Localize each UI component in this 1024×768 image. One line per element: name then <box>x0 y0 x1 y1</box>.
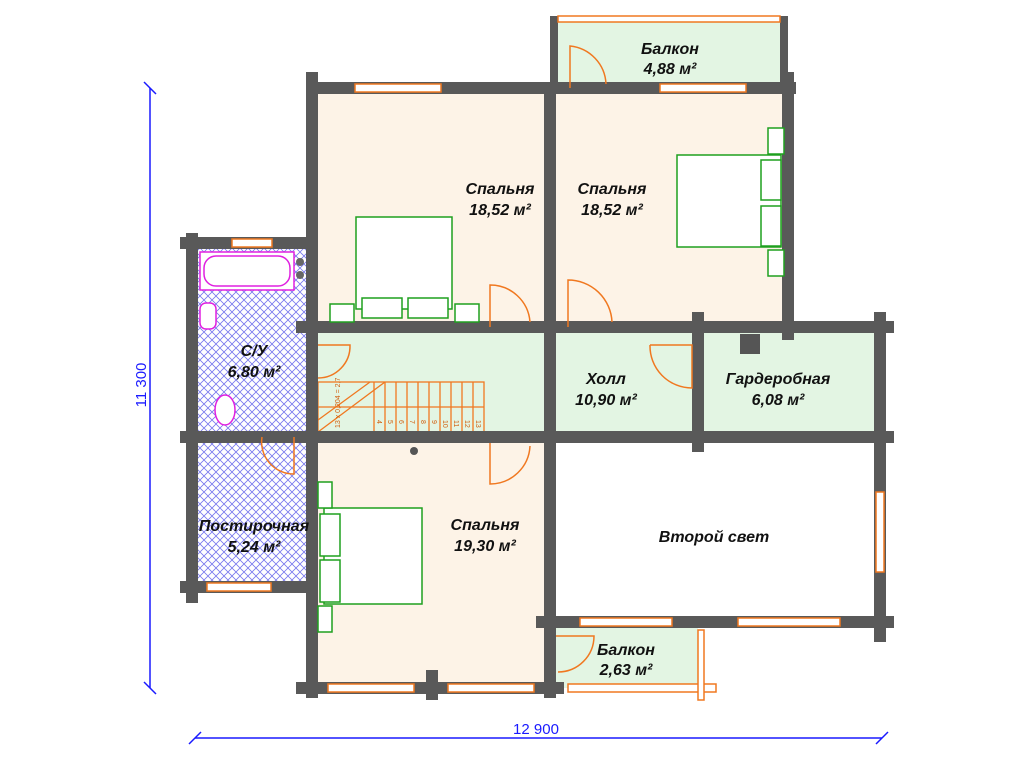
stair-step-number: 9 <box>430 420 437 424</box>
floor-balcony-bottom <box>556 628 698 688</box>
sink-icon <box>199 302 217 330</box>
floor-balcony-top <box>558 22 784 88</box>
room-area: 19,30 м² <box>454 538 516 555</box>
sanitary <box>199 251 304 426</box>
room-name: С/У <box>241 343 269 360</box>
room-area: 5,24 м² <box>228 539 281 556</box>
dimension-width: 12 900 <box>513 721 559 738</box>
chimney-icon <box>740 334 760 354</box>
room-area: 2,63 м² <box>599 662 653 679</box>
furniture <box>317 127 785 633</box>
room-area: 6,08 м² <box>752 392 805 409</box>
room-area: 18,52 м² <box>469 202 531 219</box>
room-area: 10,90 м² <box>575 392 637 409</box>
room-name: Спальня <box>466 181 536 198</box>
stair-step-number: 4 <box>375 420 382 424</box>
stair-formula: 13 x 0,204 = 2,7 <box>335 377 342 428</box>
room-name: Спальня <box>451 517 521 534</box>
stair-step-number: 8 <box>419 420 426 424</box>
bed-icon <box>355 216 453 310</box>
floor-hall <box>318 333 698 437</box>
stair-step-number: 11 <box>452 420 459 427</box>
doors <box>260 45 693 673</box>
floor-wardrobe <box>704 333 880 437</box>
room-name: Балкон <box>641 41 699 58</box>
stair-step-number: 6 <box>397 420 404 424</box>
room-name: Балкон <box>597 642 655 659</box>
room-name: Гардеробная <box>726 371 831 388</box>
room-name: Постирочная <box>199 518 310 535</box>
room-name: Спальня <box>578 181 648 198</box>
room-name: Холл <box>585 371 626 388</box>
stair-step-number: 12 <box>463 420 470 428</box>
dimension-height: 11 300 <box>133 363 150 408</box>
room-area: 6,80 м² <box>228 364 281 381</box>
stair-step-number: 10 <box>441 420 448 428</box>
room-labels: Балкон 4,88 м² Спальня 18,52 м² Спальня … <box>199 41 831 679</box>
room-area: 18,52 м² <box>581 202 643 219</box>
floor-laundry <box>198 443 306 587</box>
windows <box>206 15 885 701</box>
toilet-icon <box>214 394 236 426</box>
dimension-lines: 11 300 12 900 <box>133 81 889 745</box>
stair-step-number: 7 <box>408 420 415 424</box>
room-name: Второй свет <box>659 529 769 546</box>
stair-step-number: 13 <box>474 420 481 428</box>
stair-step-number: 5 <box>386 420 393 424</box>
room-area: 4,88 м² <box>643 61 697 78</box>
